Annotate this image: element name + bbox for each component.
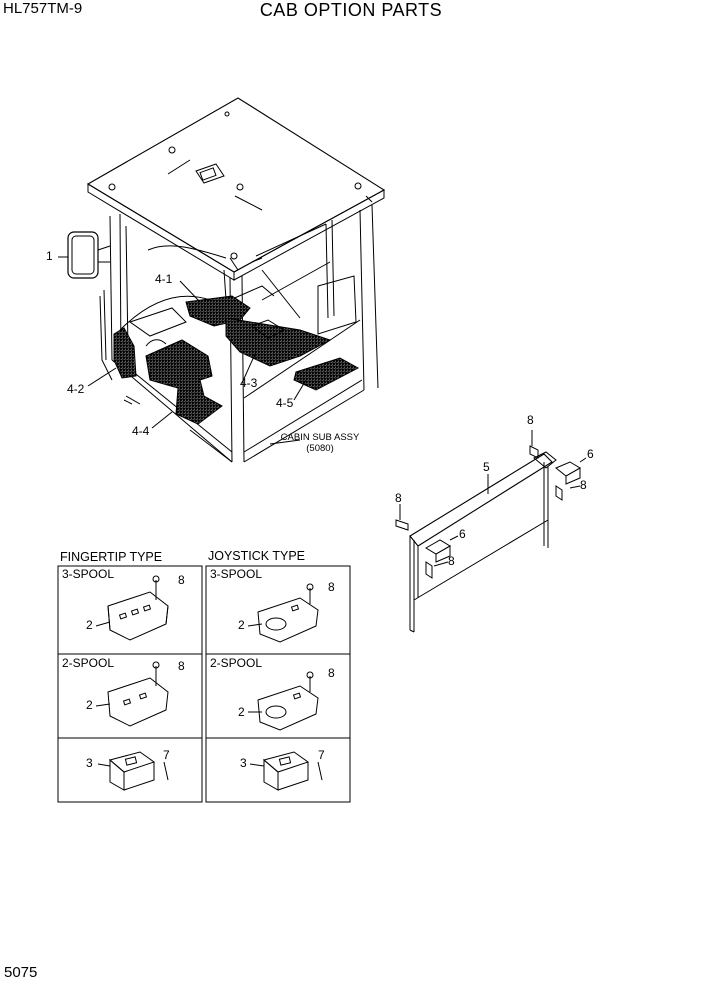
fingertip-2spool-title: 2-SPOOL bbox=[62, 656, 115, 670]
joystick-panel bbox=[205, 565, 351, 803]
fingertip-bracket bbox=[97, 751, 169, 791]
fingertip-3spool-cover-callout: 2 bbox=[86, 618, 93, 632]
joystick-2spool-cover-callout: 2 bbox=[238, 705, 245, 719]
fingertip-bracket-callout: 3 bbox=[86, 756, 93, 770]
fingertip-type-title: FINGERTIP TYPE bbox=[60, 550, 163, 564]
page-title: CAB OPTION PARTS bbox=[259, 0, 443, 20]
fingertip-2spool-cover-callout: 2 bbox=[86, 698, 93, 712]
fingertip-2spool-bolt-callout: 8 bbox=[178, 659, 185, 673]
joystick-bracket-callout: 3 bbox=[240, 756, 247, 770]
callout-bolt-left: 8 bbox=[395, 491, 402, 505]
fingertip-panel bbox=[57, 565, 203, 803]
joystick-3spool-cover-callout: 2 bbox=[238, 618, 245, 632]
joystick-3spool-title: 3-SPOOL bbox=[210, 567, 263, 581]
frame-bolts bbox=[395, 430, 581, 579]
fingertip-3spool-bolt-callout: 8 bbox=[178, 573, 185, 587]
cab-caption-name: CABIN SUB ASSY bbox=[280, 432, 360, 443]
mirror bbox=[58, 231, 111, 279]
frame-assembly bbox=[409, 451, 557, 633]
callout-bolt-top: 8 bbox=[527, 413, 534, 427]
cab-roof bbox=[86, 97, 386, 281]
callout-mat-4-2: 4-2 bbox=[67, 382, 85, 396]
fingertip-2spool-cover bbox=[95, 661, 169, 727]
cab-caption: CABIN SUB ASSY (5080) bbox=[270, 432, 370, 454]
joystick-bracket bbox=[249, 751, 323, 791]
joystick-type-title: JOYSTICK TYPE bbox=[208, 549, 306, 563]
joystick-3spool-cover bbox=[247, 583, 319, 643]
mat-4-3 bbox=[225, 317, 332, 367]
cab-leaders bbox=[87, 280, 307, 429]
callout-mat-4-4: 4-4 bbox=[132, 424, 150, 438]
callout-mat-4-1: 4-1 bbox=[155, 272, 173, 286]
page-number: 5075 bbox=[4, 964, 38, 981]
joystick-2spool-cover bbox=[248, 671, 319, 731]
mat-4-4 bbox=[145, 339, 223, 425]
model-code: HL757TM-9 bbox=[3, 0, 83, 17]
mat-4-5 bbox=[293, 357, 360, 391]
callout-bolt-mid: 8 bbox=[448, 554, 455, 568]
callout-bolt-right: 8 bbox=[580, 478, 587, 492]
cab-caption-ref: (5080) bbox=[306, 443, 334, 454]
fingertip-3spool-title: 3-SPOOL bbox=[62, 567, 115, 581]
joystick-screw-callout: 7 bbox=[318, 748, 325, 762]
floor-mats bbox=[113, 295, 360, 425]
fingertip-3spool-cover bbox=[95, 575, 169, 641]
joystick-2spool-bolt-callout: 8 bbox=[328, 666, 335, 680]
callout-bracket-mid: 6 bbox=[459, 527, 466, 541]
mat-4-2 bbox=[113, 327, 137, 379]
callout-bracket-right: 6 bbox=[587, 447, 594, 461]
joystick-3spool-bolt-callout: 8 bbox=[328, 580, 335, 594]
callout-frame: 5 bbox=[483, 460, 490, 474]
joystick-2spool-title: 2-SPOOL bbox=[210, 656, 263, 670]
callout-mat-4-5: 4-5 bbox=[276, 396, 294, 410]
callout-mat-4-3: 4-3 bbox=[240, 376, 258, 390]
fingertip-screw-callout: 7 bbox=[163, 748, 170, 762]
frame-brackets bbox=[425, 457, 587, 563]
callout-mirror: 1 bbox=[46, 249, 53, 263]
